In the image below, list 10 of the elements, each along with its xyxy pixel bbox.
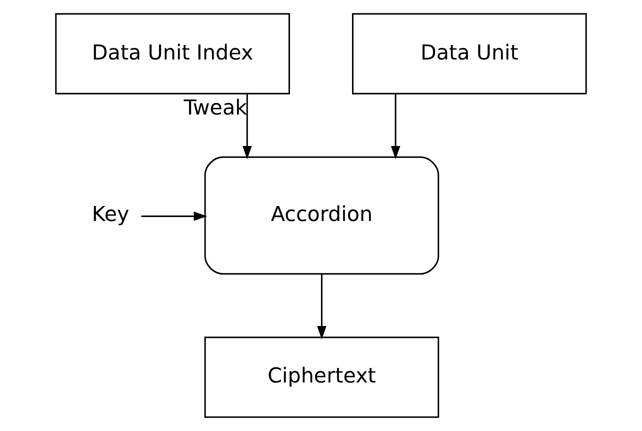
node-box: Data Unit bbox=[352, 13, 587, 94]
node-box: Data Unit Index bbox=[55, 13, 290, 94]
arrow bbox=[317, 274, 326, 340]
arrow bbox=[390, 94, 400, 160]
arrow bbox=[141, 212, 208, 221]
edge-label: Tweak bbox=[184, 96, 248, 120]
arrow bbox=[242, 94, 252, 160]
node-text: Key bbox=[92, 202, 130, 226]
node-box: Ciphertext bbox=[204, 336, 440, 418]
node-box: Accordion bbox=[204, 156, 440, 275]
